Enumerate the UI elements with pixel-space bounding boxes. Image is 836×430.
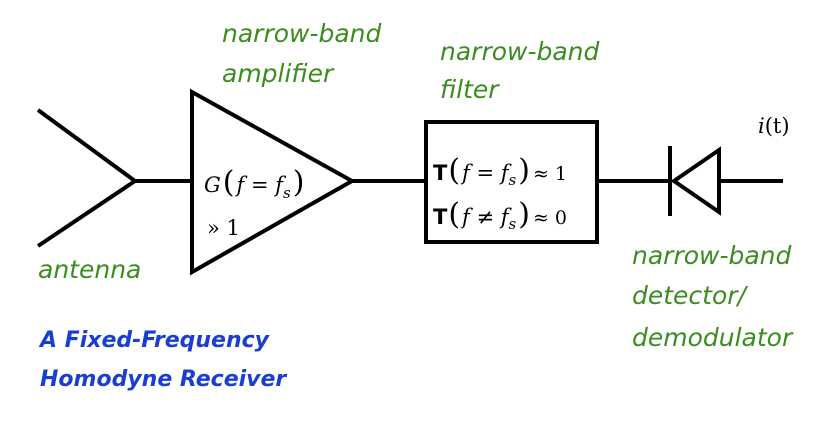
output-argument: (t) <box>765 114 790 138</box>
filter-stop-expression: T(f ≠ fs)≈ 0 <box>433 197 567 233</box>
detector-label-line1: narrow-band <box>632 241 792 270</box>
diagram-title-line2: Homodyne Receiver <box>40 367 287 392</box>
filter-stop-symbol: T <box>433 205 448 229</box>
amplifier-gain-expression: G(f = fs) <box>204 165 304 202</box>
antenna-symbol <box>36 108 137 248</box>
output-current-label: i(t) <box>758 114 790 138</box>
filter-pass-open-paren: ( <box>448 153 460 188</box>
filter-pass-value: ≈ 1 <box>533 163 567 185</box>
filter-label-line2: filter <box>440 75 500 104</box>
amplifier-triangle <box>190 88 357 276</box>
gain-symbol: G <box>204 173 221 197</box>
filter-stop-value: ≈ 0 <box>533 207 567 229</box>
filter-stop-argument: f ≠ f <box>460 205 512 229</box>
detector-label-line2: detector/ <box>632 281 749 310</box>
gain-close-paren: ) <box>293 165 305 200</box>
gain-open-paren: ( <box>223 165 235 200</box>
output-symbol: i <box>758 114 765 138</box>
filter-stop-open-paren: ( <box>448 197 460 232</box>
filter-pass-subscript: s <box>509 171 517 189</box>
amplifier-gain-value: » 1 <box>207 216 240 240</box>
filter-pass-symbol: T <box>433 161 448 185</box>
detector-label-line3: demodulator <box>632 323 794 352</box>
filter-stop-subscript: s <box>509 215 517 233</box>
filter-label-line1: narrow-band <box>440 37 600 66</box>
filter-pass-expression: T(f = fs)≈ 1 <box>433 153 567 189</box>
filter-stop-close-paren: ) <box>518 197 530 232</box>
filter-pass-argument: f = f <box>460 161 512 185</box>
filter-pass-close-paren: ) <box>518 153 530 188</box>
gain-argument: f = f <box>235 173 287 197</box>
filter-box <box>424 120 599 244</box>
detector-diode-symbol <box>668 146 721 216</box>
amplifier-label-line1: narrow-band <box>222 19 382 48</box>
diagram-title-line1: A Fixed-Frequency <box>38 328 271 353</box>
antenna-label: antenna <box>38 255 141 284</box>
amplifier-label-line2: amplifier <box>222 59 335 88</box>
gain-subscript: s <box>283 184 291 202</box>
